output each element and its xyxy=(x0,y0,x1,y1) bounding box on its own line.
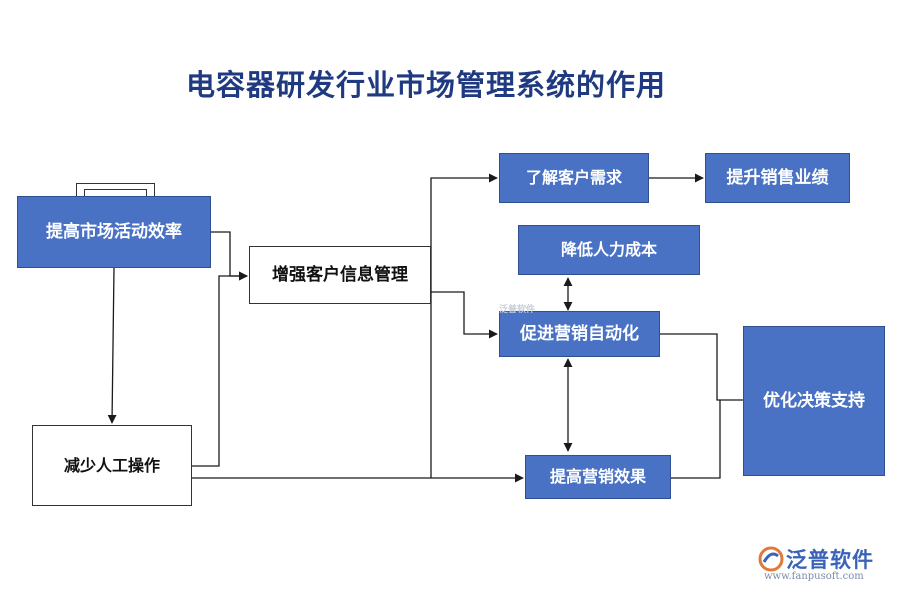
node-optimize-decision-label: 优化决策支持 xyxy=(763,390,865,411)
connector-marketing-to-decision xyxy=(671,400,721,479)
node-understand-needs: 了解客户需求 xyxy=(499,153,649,203)
logo-url: www.fanpusoft.com xyxy=(764,571,864,582)
node-reduce-manual: 减少人工操作 xyxy=(32,425,192,506)
brand-logo: 泛普软件 www.fanpusoft.com xyxy=(758,544,888,584)
node-boost-sales: 提升销售业绩 xyxy=(705,153,850,203)
folder-tab-front xyxy=(84,189,147,197)
node-reduce-labor-label: 降低人力成本 xyxy=(560,240,657,260)
watermark-text: 泛普软件 xyxy=(499,305,536,315)
node-boost-sales-label: 提升销售业绩 xyxy=(726,167,829,188)
page-title: 电容器研发行业市场管理系统的作用 xyxy=(186,68,667,102)
node-automation-label: 促进营销自动化 xyxy=(520,323,639,344)
connector-automation-to-decision xyxy=(660,333,743,401)
connector-efficiency-to-manual xyxy=(107,267,117,424)
node-reduce-manual-label: 减少人工操作 xyxy=(63,455,160,475)
node-enhance-info: 增强客户信息管理 xyxy=(249,246,431,304)
connector-manual-to-info xyxy=(192,271,248,467)
connector-info-to-needs xyxy=(430,173,498,245)
node-improve-efficiency-label: 提高市场活动效率 xyxy=(46,221,182,242)
logo-mark-icon xyxy=(758,546,784,572)
node-automation: 促进营销自动化 xyxy=(499,311,660,357)
logo-name: 泛普软件 xyxy=(786,548,874,572)
node-improve-marketing: 提高营销效果 xyxy=(525,455,671,499)
node-enhance-info-label: 增强客户信息管理 xyxy=(272,264,408,285)
connector-info-to-automation xyxy=(431,291,498,339)
connector-efficiency-to-info xyxy=(211,231,248,281)
node-optimize-decision: 优化决策支持 xyxy=(743,326,885,476)
node-reduce-labor: 降低人力成本 xyxy=(518,225,700,275)
node-improve-marketing-label: 提高营销效果 xyxy=(549,467,646,487)
node-improve-efficiency: 提高市场活动效率 xyxy=(17,196,211,268)
node-understand-needs-label: 了解客户需求 xyxy=(525,168,622,188)
